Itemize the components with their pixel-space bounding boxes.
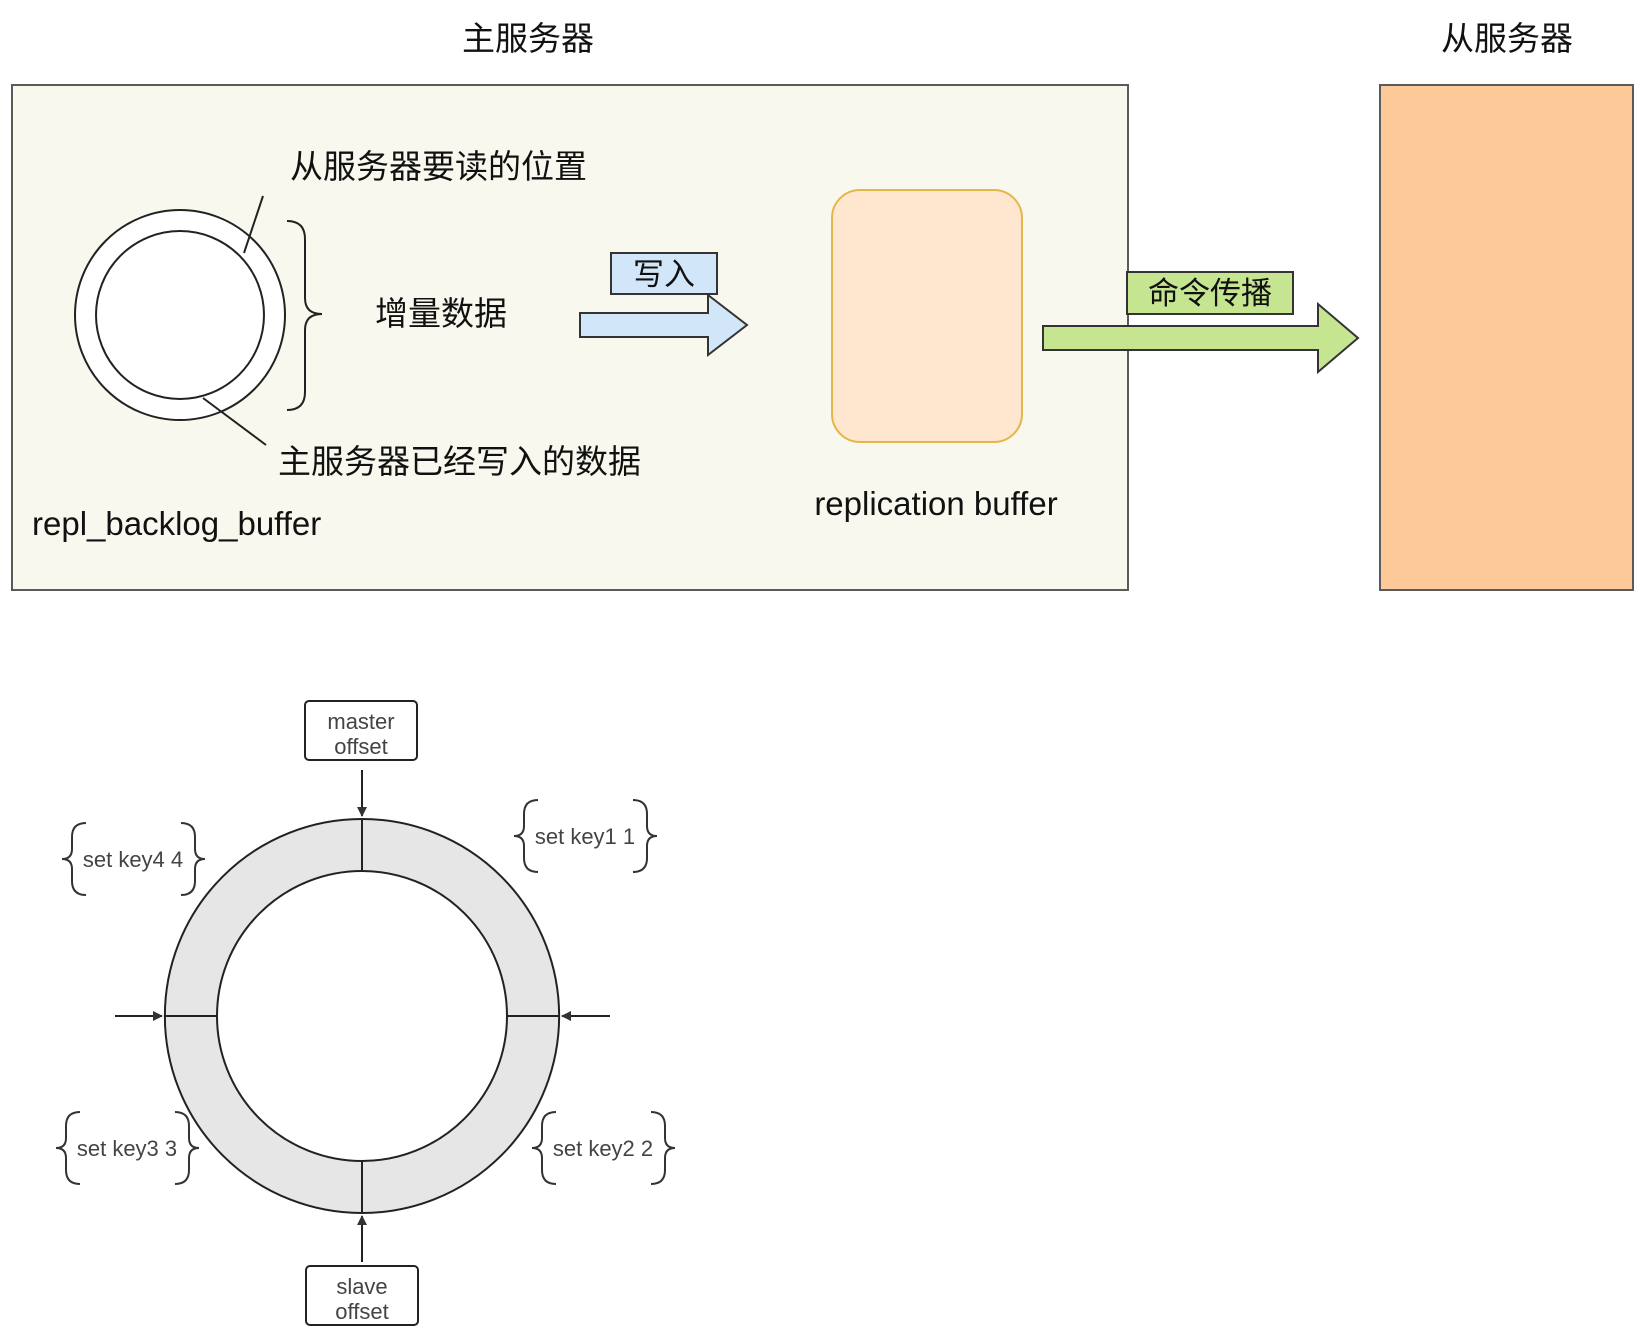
slave-offset-box	[305, 1265, 419, 1326]
slave-server-box	[1379, 84, 1634, 591]
command-3-label: set key3 3	[77, 1136, 177, 1161]
command-2-label: set key2 2	[553, 1136, 653, 1161]
slave-read-pointer-line	[243, 195, 264, 254]
backlog-ring-inner	[95, 230, 265, 400]
propagation-arrow	[1042, 301, 1360, 375]
command-2-brace-left	[531, 1111, 557, 1185]
propagation-label-box	[1126, 271, 1294, 315]
command-3-brace-left	[55, 1111, 81, 1185]
command-1-label: set key1 1	[535, 824, 635, 849]
command-4-label: set key4 4	[83, 847, 183, 872]
command-group-4: set key4 4	[61, 822, 206, 896]
slave-read-position-label: 从服务器要读的位置	[290, 147, 587, 186]
write-label-box	[610, 252, 718, 295]
master-server-title: 主服务器	[462, 19, 594, 58]
backlog-buffer-label: repl_backlog_buffer	[32, 505, 321, 542]
command-group-2: set key2 2	[531, 1111, 676, 1185]
replication-buffer-label: replication buffer	[814, 485, 1057, 522]
master-offset-label-line2: offset	[334, 734, 387, 759]
write-arrow	[579, 292, 749, 358]
incremental-data-label: 增量数据	[375, 294, 507, 333]
replication-buffer-box	[831, 189, 1023, 443]
propagation-label: 命令传播	[1148, 276, 1272, 312]
master-written-pointer-line	[202, 397, 267, 446]
slave-server-title: 从服务器	[1441, 19, 1573, 58]
command-group-3: set key3 3	[55, 1111, 200, 1185]
slave-offset-label-line1: slave	[336, 1274, 387, 1299]
master-written-label: 主服务器已经写入的数据	[278, 442, 641, 481]
command-4-brace-left	[61, 822, 87, 896]
command-3-brace-right	[174, 1111, 200, 1185]
slave-offset-label-line2: offset	[335, 1299, 388, 1324]
master-offset-label-line1: master	[327, 709, 394, 734]
command-4-brace-right	[180, 822, 206, 896]
command-2-brace-right	[650, 1111, 676, 1185]
master-offset-box	[304, 700, 418, 761]
command-1-brace-right	[632, 799, 658, 873]
ring-buffer	[164, 817, 560, 1215]
write-label: 写入	[633, 257, 695, 293]
command-group-1: set key1 1	[513, 799, 658, 873]
command-1-brace-left	[513, 799, 539, 873]
incremental-data-brace	[286, 220, 323, 411]
